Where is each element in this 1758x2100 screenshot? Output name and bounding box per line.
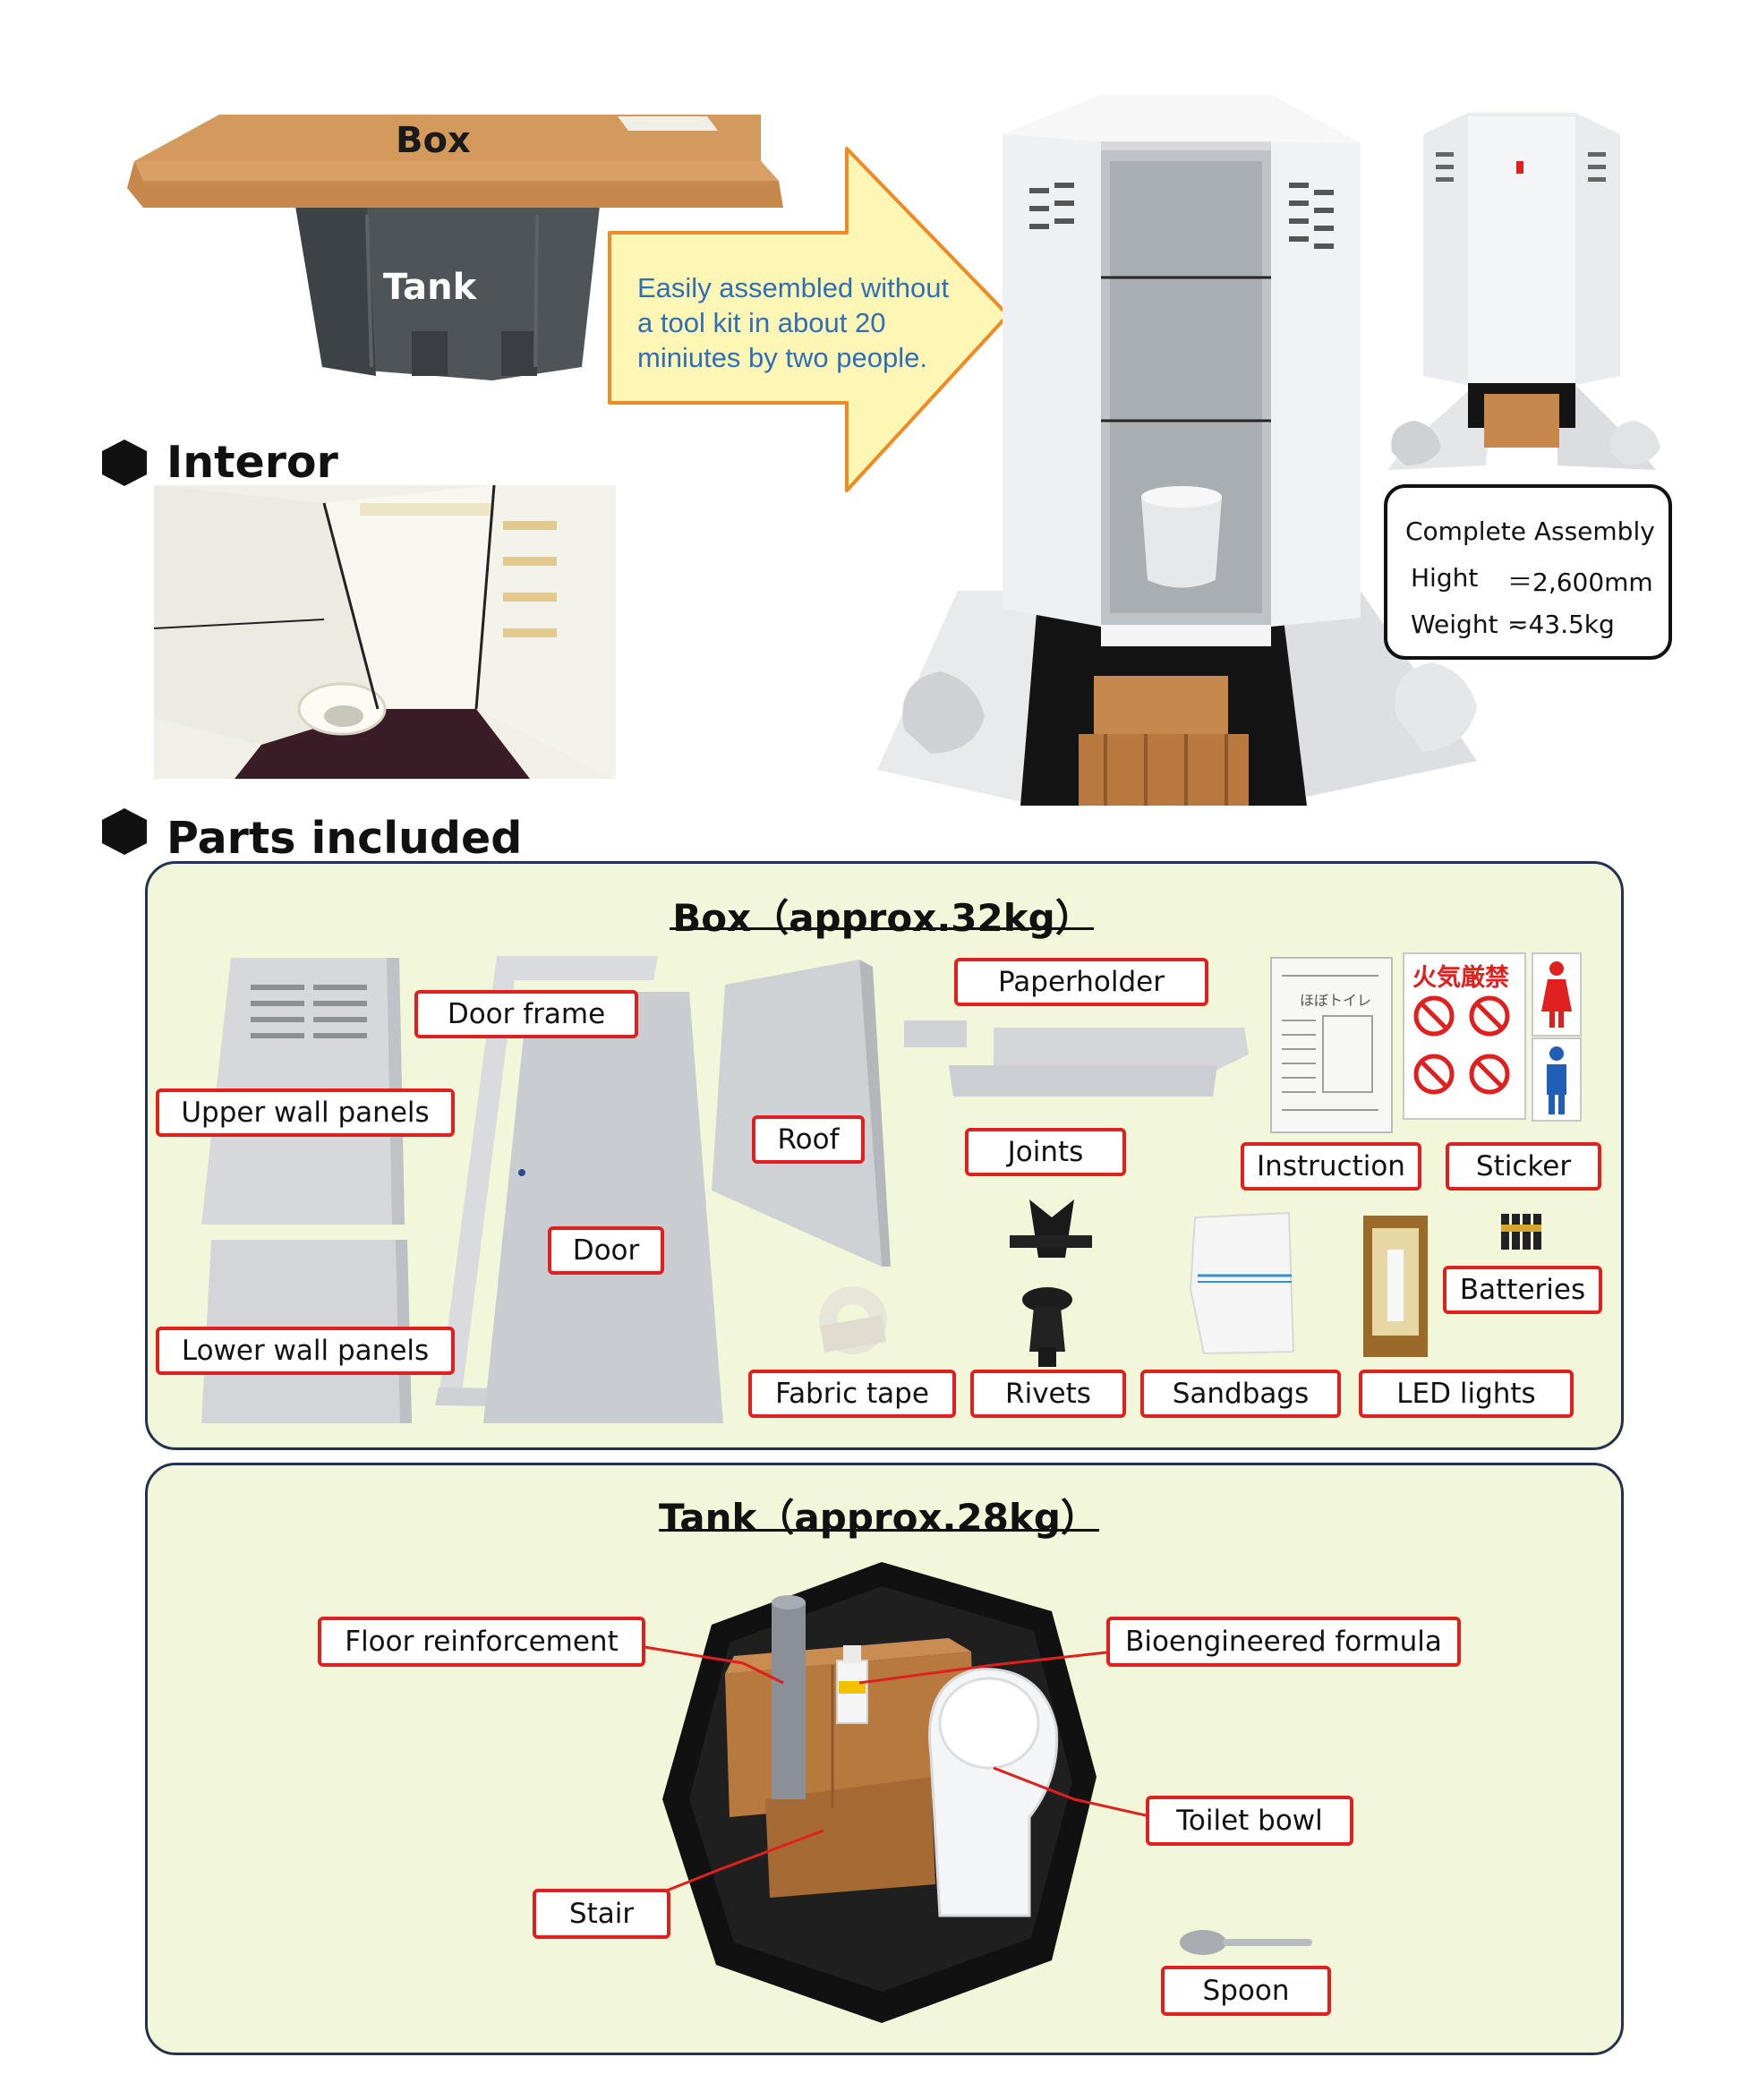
led-lights-tag: LED lights: [1359, 1370, 1574, 1418]
box-photo-label: Box: [396, 120, 471, 161]
bioengineered-formula-tag: Bioengineered formula: [1106, 1617, 1461, 1667]
paperholder-tag: Paperholder: [954, 958, 1208, 1006]
instruction-tag: Instruction: [1241, 1142, 1421, 1191]
bullet-icon: [102, 440, 147, 486]
joints-tag: Joints: [965, 1128, 1126, 1176]
door-frame-tag: Door frame: [414, 990, 638, 1038]
box-and-tank-photo: [127, 115, 783, 380]
spec-weight-label: Weight: [1411, 610, 1498, 639]
batteries-tag: Batteries: [1443, 1266, 1602, 1314]
assembled-toilet-side-photo: [1387, 113, 1660, 470]
sticker-text: 火気厳禁: [1412, 964, 1509, 992]
stair-tag: Stair: [533, 1889, 670, 1939]
toilet-bowl-tag: Toilet bowl: [1146, 1796, 1353, 1846]
spec-height-value: ＝2,600mm: [1507, 568, 1653, 597]
assembly-caption: Easily assembled without a tool kit in a…: [637, 272, 950, 373]
bullet-icon: [102, 808, 147, 855]
sandbags-tag: Sandbags: [1140, 1370, 1341, 1418]
lower-wall-panels-tag: Lower wall panels: [156, 1327, 455, 1375]
box-title-underline: [670, 927, 1094, 930]
assembly-spec-box: Complete Assembly Hight ＝2,600mm Weight …: [1384, 484, 1672, 660]
roof-tag: Roof: [752, 1115, 865, 1164]
tank-title-underline: [659, 1529, 1099, 1532]
interior-photo: [154, 485, 616, 779]
box-panel-title: Box（approx.32kg）: [672, 896, 1093, 940]
tank-photo-label: Tank: [383, 267, 477, 308]
assembly-arrow: [608, 147, 1010, 492]
interior-heading: Interor: [166, 437, 338, 488]
spec-weight-value: ≂43.5kg: [1507, 610, 1615, 639]
spec-title: Complete Assembly: [1405, 516, 1655, 546]
door-tag: Door: [548, 1226, 664, 1275]
spoon-tag: Spoon: [1161, 1966, 1331, 2016]
sticker-tag: Sticker: [1446, 1142, 1601, 1191]
floor-reinforcement-tag: Floor reinforcement: [318, 1617, 645, 1667]
parts-heading: Parts included: [166, 813, 523, 864]
manual-text: ほぼトイレ: [1300, 992, 1372, 1009]
spec-height-label: Hight: [1411, 563, 1479, 593]
tank-panel-title: Tank（approx.28kg）: [659, 1496, 1098, 1540]
rivets-tag: Rivets: [970, 1370, 1126, 1418]
upper-wall-panels-tag: Upper wall panels: [156, 1088, 455, 1137]
assembled-toilet-photo: [877, 95, 1477, 806]
fabric-tape-tag: Fabric tape: [748, 1370, 956, 1418]
